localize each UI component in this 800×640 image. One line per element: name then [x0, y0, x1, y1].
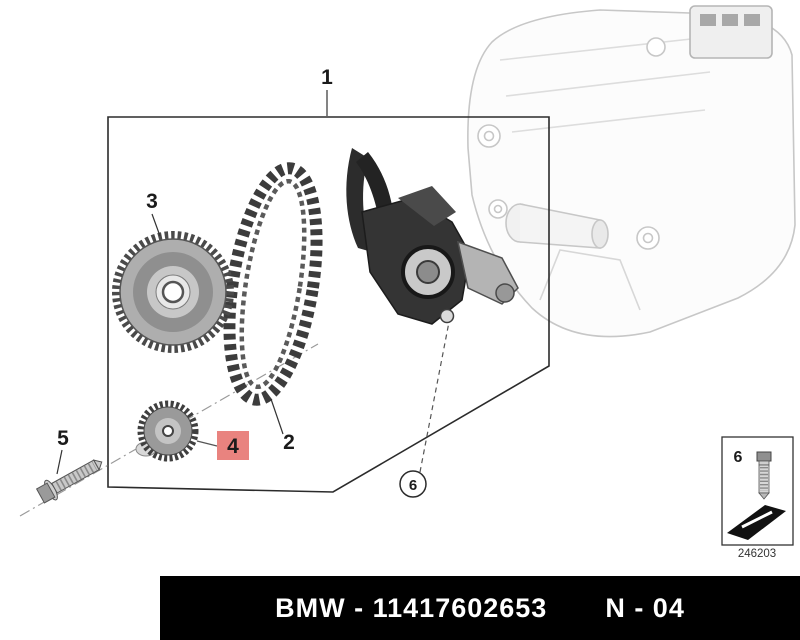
large-sprocket: [112, 231, 234, 353]
inset-bolt-icon: [756, 451, 772, 500]
callout-6[interactable]: 6: [399, 321, 450, 498]
callout-6-leader: [419, 321, 450, 473]
callout-5[interactable]: 5: [56, 427, 69, 475]
small-sprocket: [135, 400, 199, 462]
callout-2-leader: [270, 398, 284, 435]
footer-page-ref: N - 04: [605, 592, 685, 623]
callout-1[interactable]: 1: [321, 66, 333, 116]
footer-part-number: BMW - 11417602653: [275, 592, 548, 623]
inset-direction-arrow-icon: [727, 505, 786, 540]
assembly-frame-box: [107, 116, 550, 493]
callout-3[interactable]: 3: [146, 190, 161, 237]
callout-1-label[interactable]: 1: [321, 66, 333, 89]
oil-pump-assembly: [346, 148, 519, 325]
timing-chain: [223, 162, 323, 406]
inset-code: 246203: [738, 548, 776, 560]
callout-4-highlighted[interactable]: 4: [196, 431, 249, 460]
inset-callout-label: 6: [734, 449, 743, 466]
oil-pump-chain-diagram: 1 3 2 5 4 6: [19, 5, 796, 560]
inset-legend: 6 246203: [721, 436, 794, 560]
callout-3-leader: [151, 213, 161, 237]
callout-2-label[interactable]: 2: [283, 431, 295, 454]
callout-4-label[interactable]: 4: [227, 435, 239, 458]
bolt-item-5: [35, 459, 103, 504]
callout-5-leader: [56, 449, 63, 475]
callout-6-label[interactable]: 6: [409, 477, 417, 494]
callout-2[interactable]: 2: [270, 398, 295, 454]
callout-3-label[interactable]: 3: [146, 190, 158, 213]
callout-4-highlight-box[interactable]: [217, 431, 249, 460]
callout-4-leader: [196, 440, 218, 447]
footer-bar: BMW - 11417602653 N - 04: [160, 576, 800, 640]
callout-5-label[interactable]: 5: [57, 427, 69, 450]
callout-6-circle[interactable]: [399, 470, 427, 498]
